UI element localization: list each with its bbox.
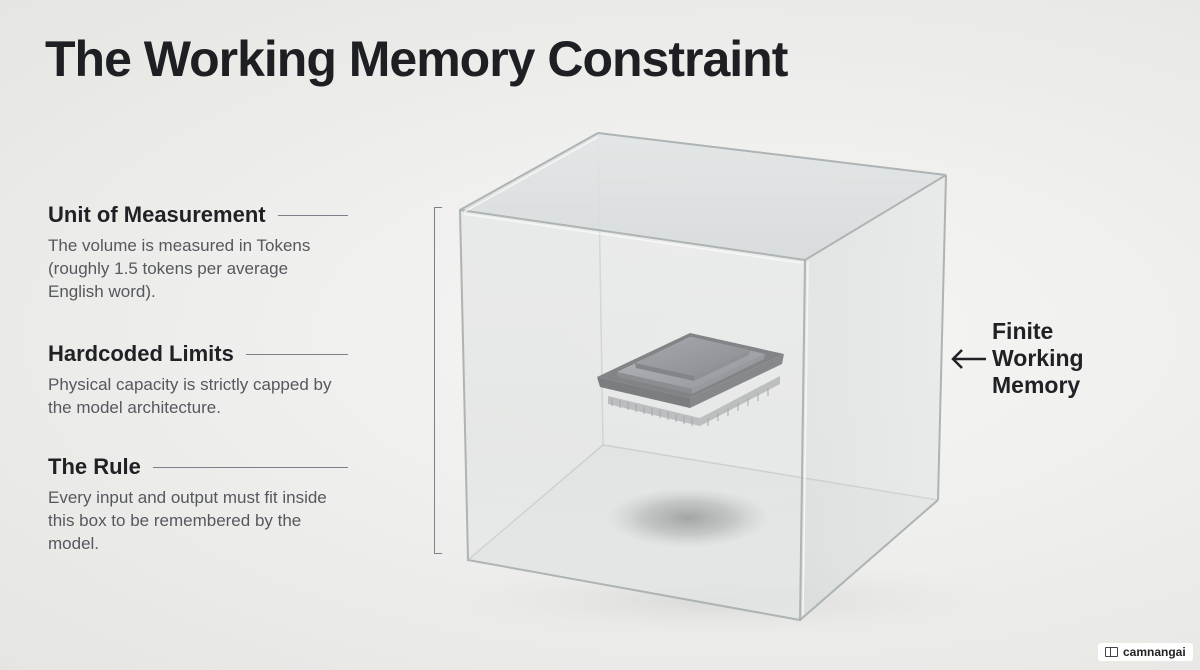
book-icon [1105,647,1118,657]
annotation-the-rule: The Rule Every input and output must fit… [48,454,348,555]
annotation-title: The Rule [48,454,141,479]
annotation-header: The Rule [48,454,348,480]
leader-line [245,353,348,355]
annotation-header: Hardcoded Limits [48,341,348,367]
annotation-header: Unit of Measurement [48,202,348,228]
finite-working-memory-callout: Finite Working Memory [948,318,1112,399]
annotation-unit-of-measurement: Unit of Measurement The volume is measur… [48,202,348,303]
arrow-left-icon [951,348,986,369]
page-title: The Working Memory Constraint [45,31,788,87]
annotation-hardcoded-limits: Hardcoded Limits Physical capacity is st… [48,341,348,419]
callout-label: Finite Working Memory [992,318,1084,398]
annotation-text: Physical capacity is strictly capped by … [48,375,332,417]
watermark-badge: camnangai [1098,643,1193,661]
watermark-label: camnangai [1123,645,1186,659]
annotation-title: Hardcoded Limits [48,341,234,366]
annotation-text: Every input and output must fit inside t… [48,488,327,553]
leader-line [152,466,348,468]
annotation-text: The volume is measured in Tokens (roughl… [48,236,311,301]
leader-line [277,214,348,216]
annotation-title: Unit of Measurement [48,202,266,227]
annotation-bracket [434,207,442,554]
